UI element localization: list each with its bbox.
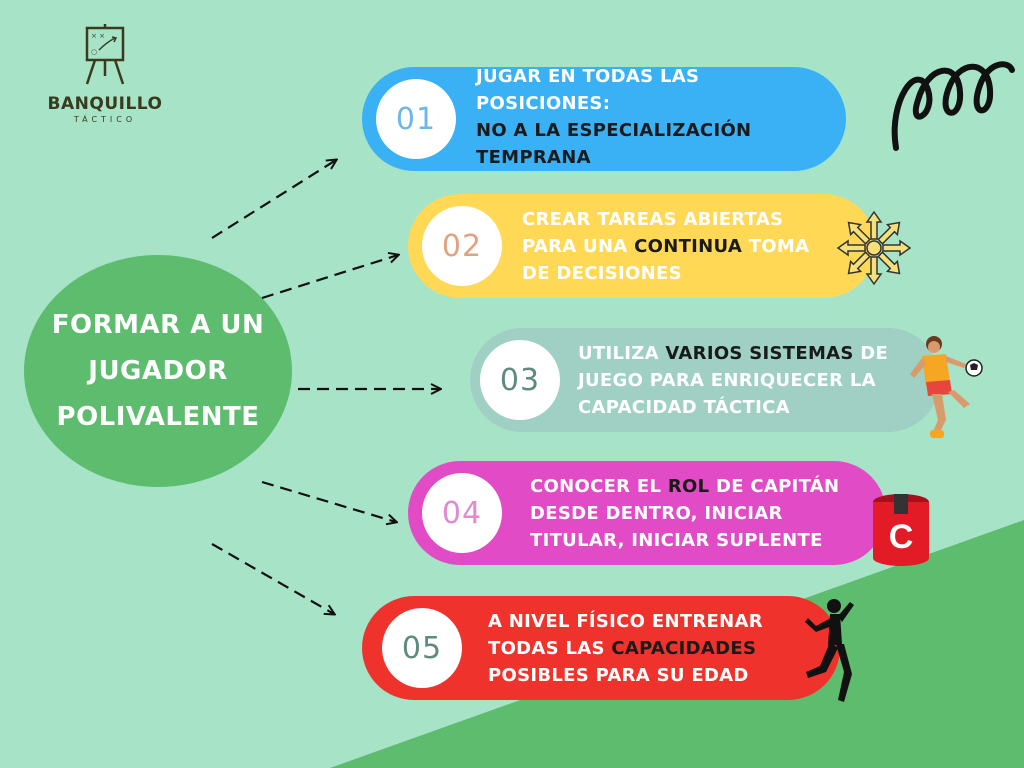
item-text: JUGAR EN TODAS LAS POSICIONES: NO A LA ES… xyxy=(476,63,806,171)
item-text-segment: CREAR TAREAS ABIERTAS xyxy=(522,208,784,230)
item-text-block: CREAR TAREAS ABIERTAS PARA UNA CONTINUA T… xyxy=(522,206,809,287)
central-concept-line: FORMAR A UN xyxy=(51,310,265,340)
item-text-line: CAPACIDAD TÁCTICA xyxy=(578,394,888,421)
logo-name: BANQUILLO xyxy=(47,94,163,114)
item-text-highlight: ROL xyxy=(667,475,710,497)
item-text-line: A NIVEL FÍSICO ENTRENAR xyxy=(488,608,763,635)
item-text: A NIVEL FÍSICO ENTRENAR TODAS LAS CAPACID… xyxy=(488,596,818,700)
item-number: 02 xyxy=(422,206,502,286)
logo-subtitle: TÁCTICO xyxy=(73,115,137,124)
item-text-highlight: VARIOS SISTEMAS xyxy=(665,342,854,364)
item-text-line: JUEGO PARA ENRIQUECER LA xyxy=(578,367,888,394)
item-text-line: TEMPRANA xyxy=(476,144,806,171)
item-text-highlight: CAPACIDADES xyxy=(611,637,757,659)
captain-letter: C xyxy=(888,518,914,556)
item-text-segment: JUEGO PARA ENRIQUECER LA xyxy=(578,369,876,391)
item-text-line: DE DECISIONES xyxy=(522,260,809,287)
item-text-line: DESDE DENTRO, INICIAR xyxy=(530,500,839,527)
item-01: 01 JUGAR EN TODAS LAS POSICIONES: NO A LA… xyxy=(362,66,846,171)
central-concept-line: JUGADOR xyxy=(88,356,228,386)
item-text-line: UTILIZA VARIOS SISTEMAS DE xyxy=(578,340,888,367)
item-text-segment: POSIBLES PARA SU EDAD xyxy=(488,664,749,686)
sunburst-arrows-icon xyxy=(837,211,912,285)
item-number: 04 xyxy=(422,473,502,553)
item-number: 01 xyxy=(376,79,456,159)
item-text-segment: JUGAR EN TODAS LAS POSICIONES: xyxy=(476,66,700,114)
svg-text:× ×: × × xyxy=(91,32,105,40)
item-text-segment: PARA UNA xyxy=(522,235,635,257)
item-text-segment: TODAS LAS xyxy=(488,637,612,659)
central-concept-circle: FORMAR A UN JUGADOR POLIVALENTE xyxy=(24,255,292,487)
item-text-highlight: CONTINUA xyxy=(634,235,743,257)
item-text-line: CREAR TAREAS ABIERTAS xyxy=(522,206,809,233)
item-02: 02 CREAR TAREAS ABIERTAS PARA UNA CONTINU… xyxy=(408,194,876,298)
item-text-line: JUGAR EN TODAS LAS POSICIONES: xyxy=(476,63,806,117)
item-text-segment: DE DECISIONES xyxy=(522,262,682,284)
item-text-segment: DE CAPITÁN xyxy=(709,475,840,497)
item-text-block: A NIVEL FÍSICO ENTRENAR TODAS LAS CAPACID… xyxy=(488,608,763,689)
item-text-segment: UTILIZA xyxy=(578,342,666,364)
item-text-segment: CAPACIDAD TÁCTICA xyxy=(578,396,790,418)
tactics-board-icon: × × ○ xyxy=(85,24,125,85)
item-number: 03 xyxy=(480,340,560,420)
central-concept-text: FORMAR A UN JUGADOR POLIVALENTE xyxy=(48,302,268,440)
item-05: 05 A NIVEL FÍSICO ENTRENAR TODAS LAS CAPA… xyxy=(362,596,840,700)
item-text-segment: A NIVEL FÍSICO ENTRENAR xyxy=(488,610,763,632)
central-concept-line: POLIVALENTE xyxy=(56,402,260,432)
item-text-segment: DE xyxy=(853,342,889,364)
squiggle-decoration xyxy=(891,61,1015,151)
item-text-line: TITULAR, INICIAR SUPLENTE xyxy=(530,527,839,554)
logo: × × ○ BANQUILLO TÁCTICO xyxy=(40,24,170,124)
item-text-line: NO A LA ESPECIALIZACIÓN xyxy=(476,117,806,144)
item-text-segment: TITULAR, INICIAR SUPLENTE xyxy=(530,529,823,551)
item-text-segment: DESDE DENTRO, INICIAR xyxy=(530,502,783,524)
item-text-highlight: NO A LA ESPECIALIZACIÓN xyxy=(476,120,752,141)
item-text-segment: TOMA xyxy=(742,235,810,257)
football-player-icon xyxy=(910,336,983,438)
captain-armband-icon xyxy=(873,494,929,566)
item-text-block: JUGAR EN TODAS LAS POSICIONES: NO A LA ES… xyxy=(476,63,806,171)
item-number: 05 xyxy=(382,608,462,688)
item-text-segment: CONOCER EL xyxy=(530,475,668,497)
running-athlete-icon xyxy=(805,599,854,702)
item-text-highlight: TEMPRANA xyxy=(476,147,591,168)
item-text-line: POSIBLES PARA SU EDAD xyxy=(488,662,763,689)
item-text: CREAR TAREAS ABIERTAS PARA UNA CONTINUA T… xyxy=(522,194,852,298)
item-text-line: CONOCER EL ROL DE CAPITÁN xyxy=(530,473,839,500)
item-text-line: PARA UNA CONTINUA TOMA xyxy=(522,233,809,260)
item-text-line: TODAS LAS CAPACIDADES xyxy=(488,635,763,662)
svg-text:○: ○ xyxy=(91,48,97,56)
